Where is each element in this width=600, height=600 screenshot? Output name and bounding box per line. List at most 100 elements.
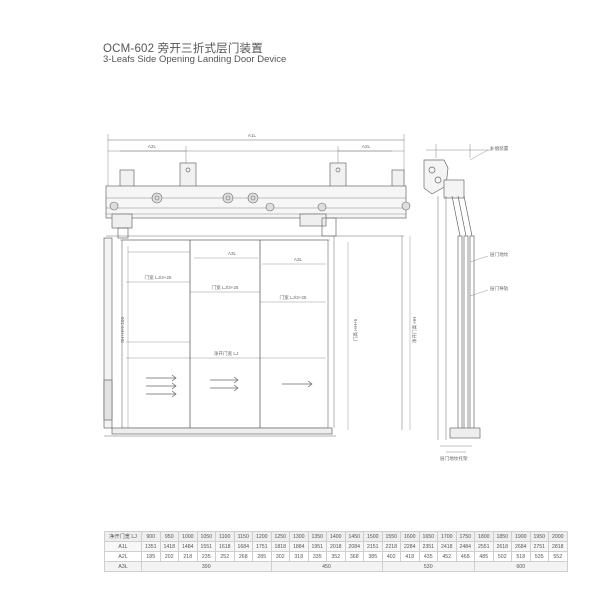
- table-cell: 2818: [548, 541, 568, 552]
- table-cell: 518: [511, 551, 531, 562]
- table-cell: 235: [196, 551, 216, 562]
- table-cell: 1650: [418, 531, 438, 542]
- table-cell: 1618: [215, 541, 235, 552]
- table-cell: 468: [455, 551, 475, 562]
- table-cell: 1484: [178, 541, 198, 552]
- table-cell: 1200: [252, 531, 272, 542]
- dim-label-a2l-left: A2L: [148, 144, 157, 149]
- table-cell: 1550: [381, 531, 401, 542]
- table-cell: 185: [141, 551, 161, 562]
- dim-label-a2l-right: A2L: [362, 144, 371, 149]
- table-cell: 2684: [511, 541, 531, 552]
- table-cell: 418: [400, 551, 420, 562]
- table-cell: 285: [252, 551, 272, 562]
- table-cell: 1400: [326, 531, 346, 542]
- table-cell-group: 530: [381, 561, 475, 572]
- table-cell: 502: [492, 551, 512, 562]
- table-cell: 2484: [455, 541, 475, 552]
- table-cell: 2151: [363, 541, 383, 552]
- dim-label-clear-width: 净开门宽 LJ: [214, 350, 239, 357]
- table-cell: 2218: [381, 541, 401, 552]
- table-cell: 1350: [307, 531, 327, 542]
- table-row-header: 净开门宽 LJ: [104, 531, 142, 542]
- table-row-header: A3L: [104, 561, 142, 572]
- table-cell: 1450: [344, 531, 364, 542]
- table-cell: 1800: [474, 531, 494, 542]
- table-cell: 368: [344, 551, 364, 562]
- table-cell: 1684: [233, 541, 253, 552]
- table-cell: 435: [418, 551, 438, 562]
- note-label-4: 层门地坎托架: [440, 455, 468, 462]
- table-cell: 2551: [474, 541, 494, 552]
- hanger-plate-right: [329, 162, 347, 190]
- note-label-3: 层门导轨: [490, 285, 509, 292]
- dim-label-side-height: 净开门高 HH: [411, 317, 418, 343]
- table-cell: 318: [289, 551, 309, 562]
- table-cell: 1600: [400, 531, 420, 542]
- door-leaf-2: [189, 239, 261, 429]
- dim-label-a3l-2: A3L: [294, 257, 303, 262]
- table-cell: 1500: [363, 531, 383, 542]
- table-cell: 202: [159, 551, 179, 562]
- door-leaf-3: [259, 239, 329, 429]
- table-cell: 2018: [326, 541, 346, 552]
- table-cell: 1351: [141, 541, 161, 552]
- table-cell: 1700: [437, 531, 457, 542]
- table-cell: 1150: [233, 531, 253, 542]
- dim-label-open-width-1: 门宽 LJ/3+25: [145, 274, 172, 281]
- table-cell-group: 450: [270, 561, 383, 572]
- table-cell: 1900: [511, 531, 531, 542]
- table-cell: 1100: [215, 531, 235, 542]
- page-subtitle: 3-Leafs Side Opening Landing Door Device: [103, 54, 287, 65]
- table-cell: 2284: [400, 541, 420, 552]
- table-cell: 950: [159, 531, 179, 542]
- page-title: OCM-602 旁开三折式层门装置: [103, 43, 263, 55]
- table-row-header: A1L: [104, 541, 142, 552]
- dim-label-left-vertical: SH+HH+100: [120, 317, 125, 343]
- table-row-header: A2L: [104, 551, 142, 562]
- dim-label-a1l: A1L: [248, 133, 257, 138]
- table-cell: 2000: [548, 531, 568, 542]
- table-cell: 1250: [270, 531, 290, 542]
- table-cell: 452: [437, 551, 457, 562]
- note-label-2: 层门地坎: [490, 251, 509, 258]
- door-leaf-1: [121, 239, 191, 429]
- table-cell: 1000: [178, 531, 198, 542]
- table-cell: 402: [381, 551, 401, 562]
- table-cell: 1951: [307, 541, 327, 552]
- note-label-1: 补偿装置: [490, 145, 509, 152]
- table-cell: 1418: [159, 541, 179, 552]
- table-cell: 485: [474, 551, 494, 562]
- table-cell: 218: [178, 551, 198, 562]
- table-cell: 900: [141, 531, 161, 542]
- table-cell: 1884: [289, 541, 309, 552]
- dim-label-door-height: 门高 HH+5: [352, 318, 359, 341]
- left-jamb: [103, 237, 113, 429]
- table-cell: 1551: [196, 541, 216, 552]
- landing-sill: [111, 427, 333, 435]
- table-cell: 385: [363, 551, 383, 562]
- table-cell: 335: [307, 551, 327, 562]
- table-cell: 352: [326, 551, 346, 562]
- table-cell: 1850: [492, 531, 512, 542]
- table-cell: 1950: [529, 531, 549, 542]
- table-cell: 552: [548, 551, 568, 562]
- table-cell: 2351: [418, 541, 438, 552]
- table-cell: 268: [233, 551, 253, 562]
- table-cell: 1050: [196, 531, 216, 542]
- table-cell: 535: [529, 551, 549, 562]
- table-cell: 2751: [529, 541, 549, 552]
- table-cell: 1300: [289, 531, 309, 542]
- table-cell: 1750: [455, 531, 475, 542]
- table-cell: 302: [270, 551, 290, 562]
- dim-label-a3l-1: A3L: [228, 251, 237, 256]
- table-cell: 2084: [344, 541, 364, 552]
- table-cell-group: 390: [141, 561, 272, 572]
- dim-label-open-width-2: 门宽 LJ/3+25: [212, 284, 239, 291]
